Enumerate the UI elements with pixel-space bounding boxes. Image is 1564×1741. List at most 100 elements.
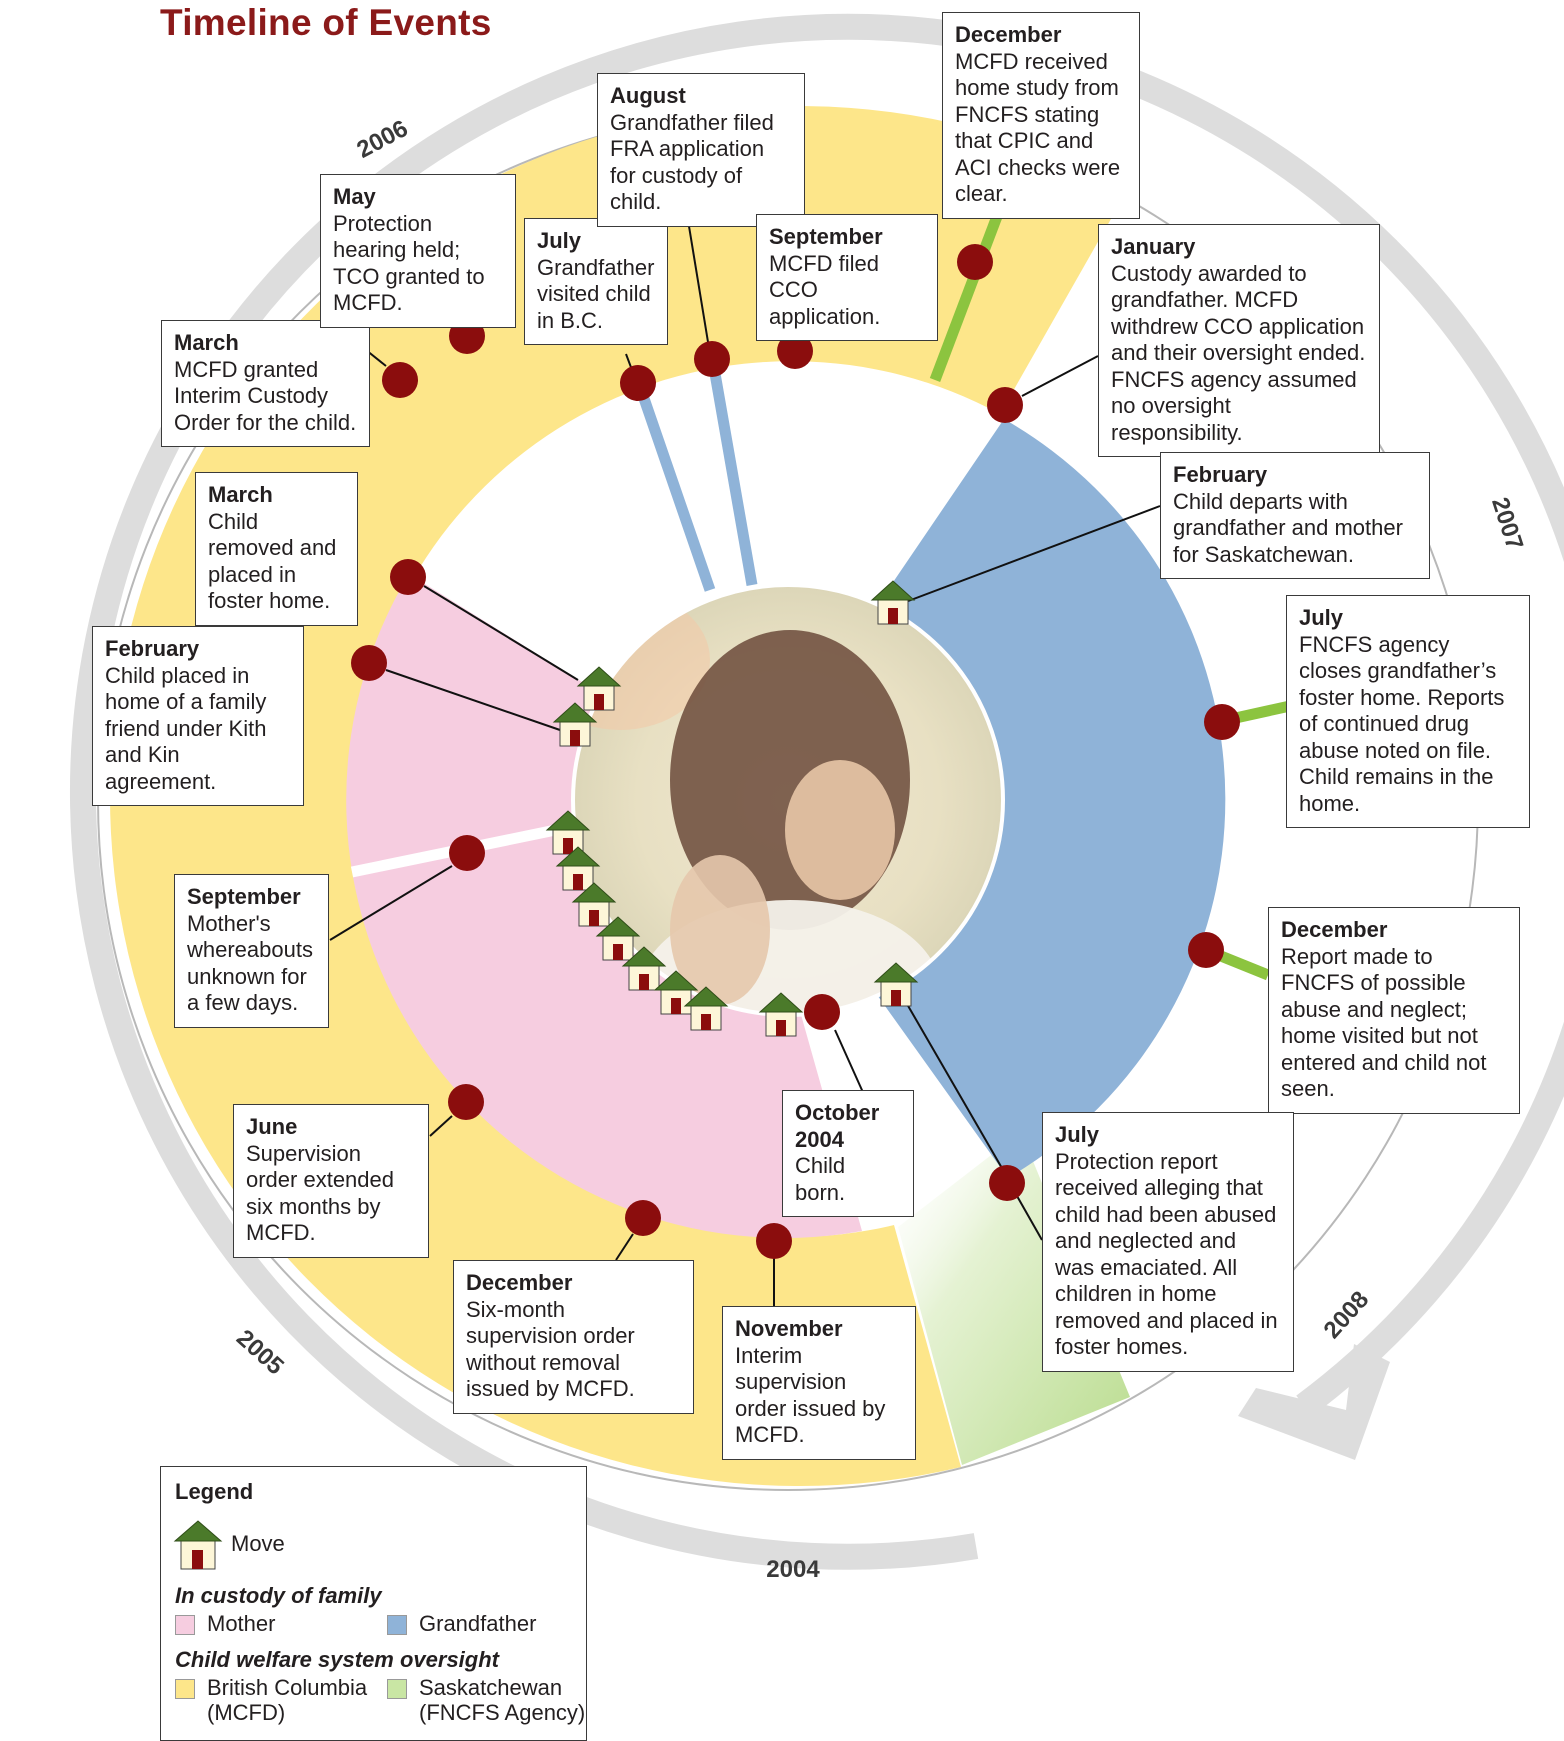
legend-move-label: Move bbox=[231, 1531, 285, 1556]
event-text: Child departs with grandfather and mothe… bbox=[1173, 488, 1403, 567]
event-box-jul2006: July Grandfather visited child in B.C. bbox=[524, 218, 668, 345]
event-month: December bbox=[955, 22, 1062, 47]
house-icon bbox=[173, 1520, 223, 1570]
event-month: July bbox=[1299, 605, 1344, 630]
legend-item-grandfather: Grandfather bbox=[387, 1611, 536, 1636]
event-box-aug2006: August Grandfather filed FRA application… bbox=[597, 73, 805, 227]
event-box-jul2008: July Protection report received alleging… bbox=[1042, 1112, 1294, 1372]
event-text: Custody awarded to grandfather. MCFD wit… bbox=[1111, 260, 1366, 445]
legend-title: Legend bbox=[175, 1479, 254, 1504]
event-text: FNCFS agency closes grandfather’s foster… bbox=[1299, 631, 1505, 816]
year-label-2007: 2007 bbox=[1486, 494, 1528, 553]
event-month: August bbox=[610, 83, 686, 108]
legend-mother-label: Mother bbox=[207, 1611, 276, 1636]
sask-oversight-band bbox=[898, 1132, 1130, 1465]
house-icon bbox=[552, 702, 598, 747]
event-month: March bbox=[208, 482, 273, 507]
house-icon bbox=[621, 946, 667, 991]
event-box-jul2007: July FNCFS agency closes grandfather’s f… bbox=[1286, 595, 1530, 828]
connector-line-dec2004 bbox=[615, 1233, 634, 1261]
event-dot-jun2005 bbox=[448, 1084, 484, 1120]
event-text: Report made to FNCFS of possible abuse a… bbox=[1281, 943, 1487, 1102]
event-dots bbox=[351, 244, 1240, 1259]
event-month: February bbox=[105, 636, 200, 661]
bc-swatch bbox=[175, 1679, 195, 1699]
timeline-arrowhead bbox=[1238, 1344, 1390, 1460]
event-dot-jul2007 bbox=[1204, 704, 1240, 740]
connector-line-aug2006 bbox=[685, 207, 709, 343]
legend-item-mother: Mother bbox=[175, 1611, 275, 1636]
event-text: Interim supervision order issued by MCFD… bbox=[735, 1342, 886, 1448]
event-month: May bbox=[333, 184, 376, 209]
event-box-may2006: May Protection hearing held; TCO granted… bbox=[320, 174, 516, 328]
event-dot-jul2006 bbox=[620, 365, 656, 401]
house-icon bbox=[873, 962, 919, 1007]
legend-custody-heading: In custody of family bbox=[175, 1583, 382, 1608]
connector-line-jan2007 bbox=[1021, 355, 1099, 397]
event-month: December bbox=[1281, 917, 1388, 942]
timeline-ring bbox=[69, 13, 1564, 1570]
event-text: Protection hearing held; TCO granted to … bbox=[333, 210, 485, 316]
event-month: July bbox=[1055, 1122, 1100, 1147]
event-month: June bbox=[246, 1114, 298, 1139]
event-text: MCFD filed CCO application. bbox=[769, 250, 881, 329]
event-text: Supervision order extended six months by… bbox=[246, 1140, 394, 1246]
grandfather-custody-band bbox=[870, 419, 1226, 1178]
event-text: Grandfather filed FRA application for cu… bbox=[610, 109, 774, 215]
event-text: Protection report received alleging that… bbox=[1055, 1148, 1278, 1360]
legend-item-sask: Saskatchewan (FNCFS Agency) bbox=[387, 1675, 585, 1725]
house-connector-line bbox=[895, 984, 1011, 1183]
event-box-mar2006a: March Child removed and placed in foster… bbox=[195, 472, 358, 626]
page-title: Timeline of Events bbox=[160, 2, 492, 43]
event-text: Child born. bbox=[795, 1153, 846, 1205]
event-box-sep2006: September MCFD filed CCO application. bbox=[756, 214, 938, 341]
event-dot-oct2004 bbox=[804, 994, 840, 1030]
event-dot-dec2006 bbox=[957, 244, 993, 280]
event-box-dec2006: December MCFD received home study from F… bbox=[942, 12, 1140, 219]
event-dot-dec2007 bbox=[1188, 932, 1224, 968]
connector-line-sep2005 bbox=[329, 865, 453, 941]
event-dot-jan2007 bbox=[987, 387, 1023, 423]
event-text: MCFD received home study from FNCFS stat… bbox=[955, 48, 1121, 207]
event-dot-mar2006b bbox=[382, 362, 418, 398]
event-month: September bbox=[769, 224, 883, 249]
event-month: February bbox=[1173, 462, 1268, 487]
house-icon bbox=[758, 992, 804, 1037]
house-icon bbox=[576, 666, 622, 711]
legend: Legend Move In custody of family Mother … bbox=[160, 1466, 587, 1741]
visit-line-aug2006 bbox=[707, 361, 758, 586]
event-box-feb2007: February Child departs with grandfather … bbox=[1160, 452, 1430, 579]
visit-line-jul2006 bbox=[632, 379, 716, 592]
event-box-dec2004: December Six-month supervision order wit… bbox=[453, 1260, 694, 1414]
legend-grandfather-label: Grandfather bbox=[419, 1611, 537, 1636]
event-dot-nov2004 bbox=[756, 1223, 792, 1259]
event-box-dec2007: December Report made to FNCFS of possibl… bbox=[1268, 907, 1520, 1114]
event-dot-dec2004 bbox=[625, 1200, 661, 1236]
event-text: Mother's whereabouts unknown for a few d… bbox=[187, 910, 313, 1016]
event-month: September bbox=[187, 884, 301, 909]
event-dot-aug2006 bbox=[694, 341, 730, 377]
house-connector-line bbox=[894, 505, 1161, 607]
house-icon bbox=[595, 916, 641, 961]
house-icon bbox=[555, 846, 601, 891]
year-label-2005: 2005 bbox=[231, 1325, 289, 1381]
connector-line-mar2006a bbox=[423, 585, 579, 681]
event-month: March bbox=[174, 330, 239, 355]
mother-swatch bbox=[175, 1615, 195, 1635]
event-month: December bbox=[466, 1270, 573, 1295]
legend-oversight-heading: Child welfare system oversight bbox=[175, 1647, 499, 1672]
event-month: January bbox=[1111, 234, 1196, 259]
event-box-mar2006b: March MCFD granted Interim Custody Order… bbox=[161, 320, 370, 447]
event-dot-jul2008 bbox=[989, 1165, 1025, 1201]
connector-line-jul2008 bbox=[1016, 1195, 1043, 1241]
event-box-jun2005: June Supervision order extended six mont… bbox=[233, 1104, 429, 1258]
fncfs-line-dec2006 bbox=[929, 188, 1013, 382]
event-text: Six-month supervision order without remo… bbox=[466, 1296, 635, 1402]
legend-bc-label: British Columbia (MCFD) bbox=[207, 1675, 368, 1725]
event-dot-mar2006a bbox=[390, 559, 426, 595]
house-icon bbox=[683, 986, 729, 1031]
grandfather-swatch bbox=[387, 1615, 407, 1635]
event-text: Grandfather visited child in B.C. bbox=[537, 254, 655, 333]
event-box-oct2004: October 2004 Child born. bbox=[782, 1090, 914, 1217]
legend-sask-label: Saskatchewan (FNCFS Agency) bbox=[419, 1675, 586, 1725]
